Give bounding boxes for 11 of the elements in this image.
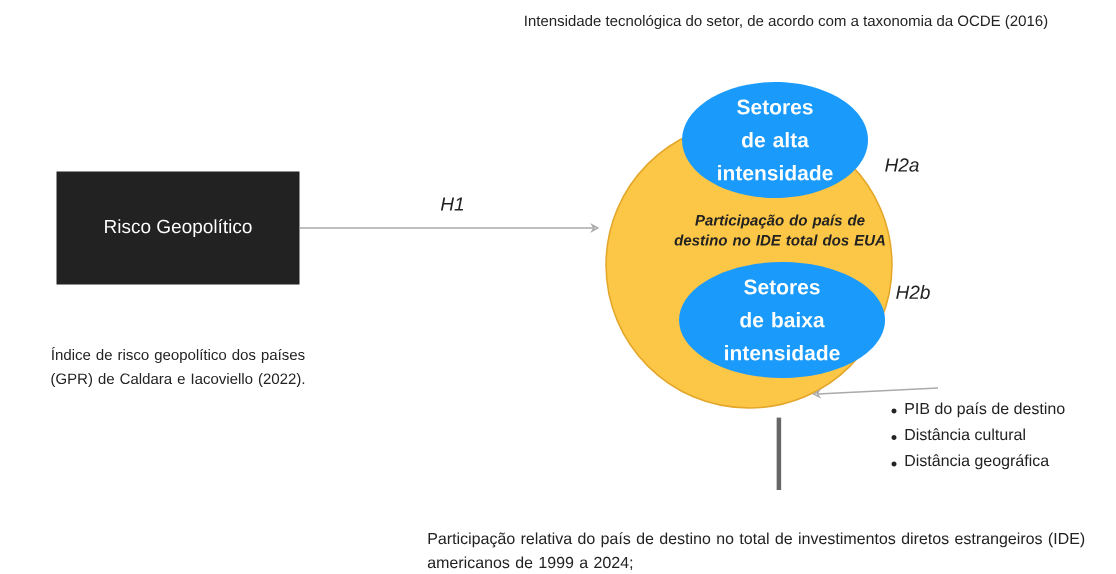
connector-line: [776, 417, 782, 490]
arrow: [812, 387, 939, 399]
edge-label: H1: [440, 197, 463, 211]
center-label: Participação do país de destino no IDE total dos EUA: [674, 214, 885, 246]
heading-text: Intensidade tecnológica do setor, de acordo com a taxonomia da OCDE (2016): [525, 14, 1048, 30]
note-text: Participação relativa do país de destino no total de investimentos diretos estrangeiros (IDE) americanos de 1999 a 2024;: [427, 532, 1085, 571]
process-box: Risco Geopolítico: [56, 171, 300, 285]
hypothesis-label: H2b: [896, 285, 930, 299]
bullet-list: PIB do país de destino Distância cultural Distância geográfica: [905, 402, 1065, 470]
caption-text: Índice de risco geopolítico dos países (GPR) de Caldara e Iacoviello (2022).: [51, 346, 305, 388]
hypothesis-label: H2a: [885, 158, 919, 172]
